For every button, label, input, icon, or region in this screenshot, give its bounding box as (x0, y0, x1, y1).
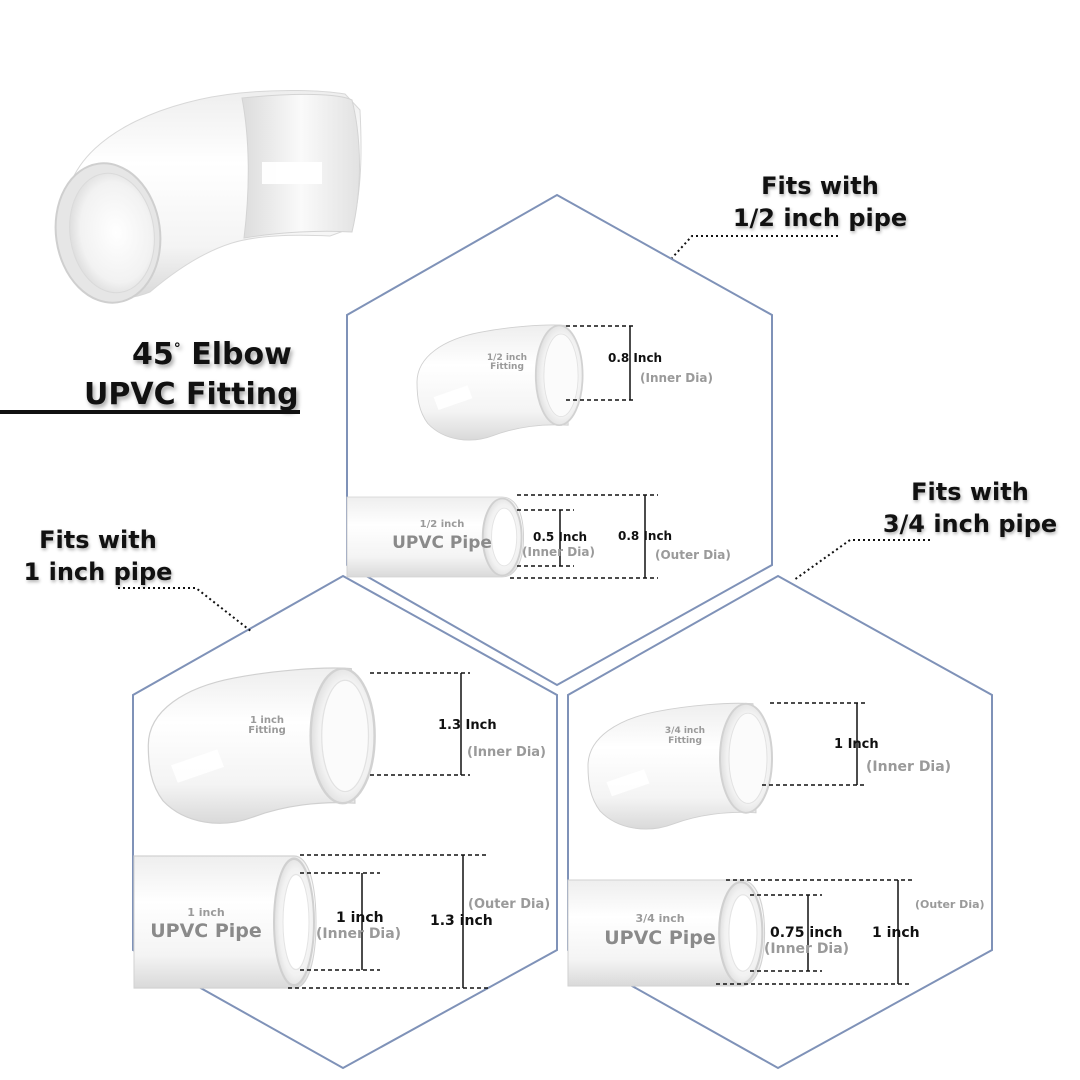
degree-symbol: ° (173, 341, 181, 357)
pipe-tq-size: 3/4 inch (635, 912, 684, 925)
fitting-tq-label-2: Fitting (668, 736, 702, 746)
pipe-three-quarter-inch: 3/4 inch UPVC Pipe 0.75 inch (Inner Dia)… (566, 878, 985, 988)
pipe-tq-outer-note: (Outer Dia) (915, 898, 985, 911)
pipe-tq-inner-note: (Inner Dia) (764, 941, 849, 957)
pipe-half-size: 1/2 inch (420, 519, 465, 530)
pipe-half-outer: 0.8 Inch (618, 529, 672, 543)
leader-three-quarter (793, 539, 930, 581)
fitting-half-label-2: Fitting (490, 362, 524, 372)
pipe-half-inner-note: (Inner Dia) (522, 545, 595, 559)
title-underline (0, 410, 300, 414)
pipe-one-inner: 1 inch (336, 910, 384, 926)
hex-one-inch (132, 574, 558, 1070)
leader-one-inch (118, 587, 253, 633)
pipe-one-size: 1 inch (187, 906, 224, 919)
pipe-one-name: UPVC Pipe (150, 920, 262, 942)
caption-tq-line2: 3/4 inch pipe (882, 510, 1058, 538)
fitting-half-dim: 0.8 Inch (608, 351, 662, 365)
fitting-one-label-2: Fitting (248, 725, 286, 736)
fitting-one-dim: 1.3 Inch (438, 718, 497, 733)
fitting-one-dim-note: (Inner Dia) (467, 745, 546, 760)
fitting-half-label-1: 1/2 inch (487, 353, 527, 363)
pipe-one-inch: 1 inch UPVC Pipe 1 inch (Inner Dia) 1.3 … (132, 854, 550, 990)
leader-half-inch (671, 235, 838, 259)
fitting-half-dim-note: (Inner Dia) (640, 371, 713, 385)
product-title-line1: 45° Elbow (132, 340, 292, 370)
pipe-tq-inner: 0.75 inch (770, 925, 842, 941)
caption-half-inch: Fits with 1/2 inch pipe (700, 170, 940, 234)
pipe-tq-name: UPVC Pipe (604, 927, 716, 949)
pipe-one-outer: 1.3 inch (430, 913, 493, 929)
fitting-three-quarter-inch: 3/4 inch Fitting 1 Inch (Inner Dia) (587, 702, 951, 831)
pipe-half-name: UPVC Pipe (392, 533, 492, 553)
hero-elbow-image (54, 89, 362, 304)
pipe-half-outer-note: (Outer Dia) (655, 548, 731, 562)
pipe-one-inner-note: (Inner Dia) (316, 926, 401, 942)
fitting-tq-label-1: 3/4 inch (665, 726, 705, 736)
caption-half-line1: Fits with (761, 172, 879, 200)
hex-half-inch (346, 193, 773, 687)
caption-one-line1: Fits with (39, 526, 157, 554)
caption-tq-line1: Fits with (911, 478, 1029, 506)
caption-three-quarter-inch: Fits with 3/4 inch pipe (850, 476, 1080, 540)
fitting-one-inch: 1 inch Fitting 1.3 Inch (Inner Dia) (147, 666, 546, 825)
caption-one-inch: Fits with 1 inch pipe (0, 524, 208, 588)
hex-three-quarter-inch (567, 574, 993, 1070)
product-title-line2: UPVC Fitting (84, 377, 299, 412)
pipe-tq-outer: 1 inch (872, 925, 920, 941)
caption-one-line2: 1 inch pipe (23, 558, 173, 586)
elbow-word: Elbow (191, 337, 292, 372)
pipe-half-inner: 0.5 Inch (533, 530, 587, 544)
fitting-half-inch: 1/2 inch Fitting 0.8 Inch (Inner Dia) (416, 324, 713, 441)
angle-value: 45 (132, 337, 174, 372)
pipe-half-inch: 1/2 inch UPVC Pipe 0.5 Inch (Inner Dia) … (346, 494, 731, 579)
pipe-one-outer-note: (Outer Dia) (468, 897, 550, 912)
fitting-tq-dim-note: (Inner Dia) (866, 759, 951, 775)
caption-half-line2: 1/2 inch pipe (732, 204, 908, 232)
fitting-tq-dim: 1 Inch (834, 737, 879, 752)
fitting-one-label-1: 1 inch (250, 715, 284, 726)
